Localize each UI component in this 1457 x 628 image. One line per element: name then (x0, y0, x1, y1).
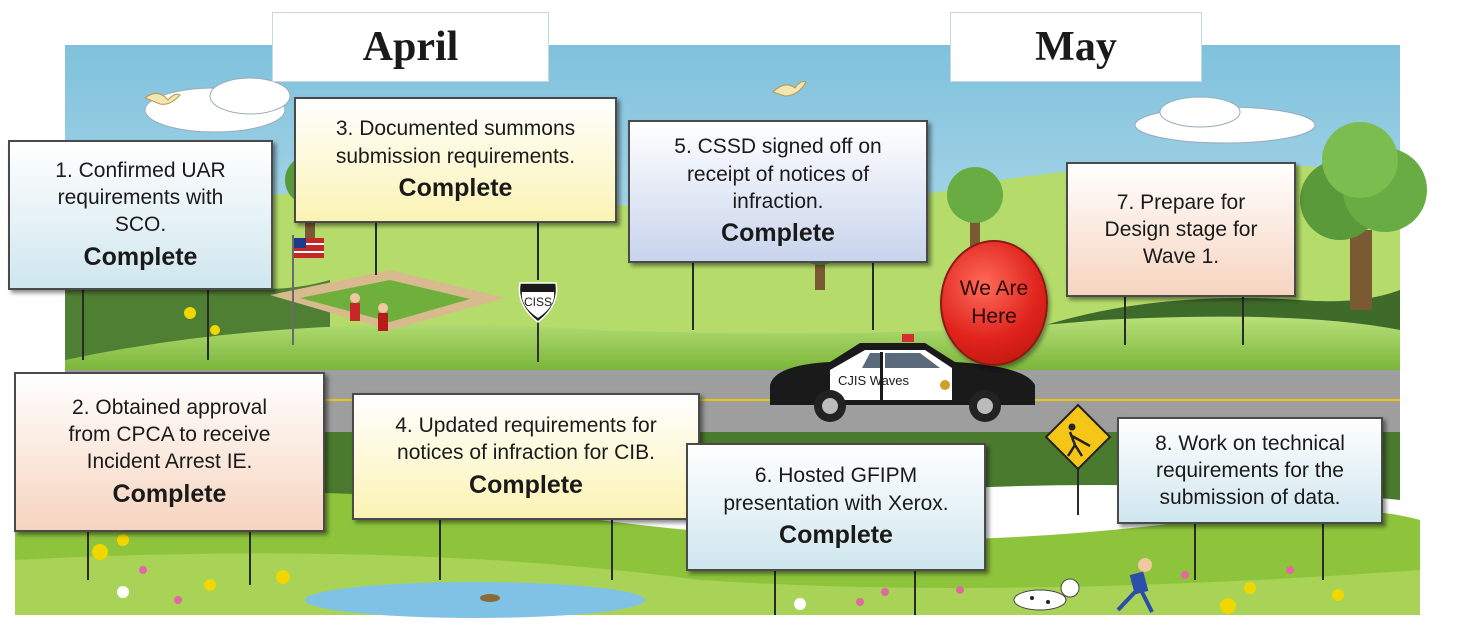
ciss-shield-icon: CISS (518, 282, 558, 323)
milestone-card-6: 6. Hosted GFIPM presentation with Xerox.… (686, 443, 986, 571)
month-header-april: April (272, 12, 549, 82)
card-line: presentation with Xerox. (723, 491, 949, 515)
card-line: Design stage for (1104, 217, 1258, 241)
card-line: 4. Updated requirements for (395, 413, 657, 437)
card-status: Complete (83, 242, 198, 271)
card-line: 3. Documented summons (335, 117, 576, 141)
shield-label: CISS (524, 295, 552, 309)
construction-sign-icon (1044, 403, 1112, 471)
card-line: 6. Hosted GFIPM (754, 464, 918, 488)
card-status: Complete (112, 479, 227, 508)
near-hill (65, 316, 1400, 380)
milestone-card-7: 7. Prepare for Design stage for Wave 1. (1066, 162, 1296, 297)
flowers (92, 307, 1344, 614)
milestone-card-5: 5. CSSD signed off on receipt of notices… (628, 120, 928, 263)
runner-icon (1116, 558, 1154, 613)
card-status: Complete (779, 521, 893, 550)
dog-icon (1013, 578, 1080, 611)
milestone-card-3: 3. Documented summons submission require… (294, 97, 617, 223)
card-line: 7. Prepare for (1116, 190, 1246, 214)
card-line: receipt of notices of (686, 162, 870, 186)
baseball-players-icon (350, 293, 388, 331)
card-status: Complete (398, 174, 513, 203)
tree-icon (1300, 122, 1427, 310)
card-line: 1. Confirmed UAR (55, 158, 226, 182)
we-are-here-marker: We Are Here (940, 240, 1048, 366)
card-line: 8. Work on technical (1155, 431, 1345, 455)
card-line: requirements for the (1156, 458, 1344, 482)
card-line: 5. CSSD signed off on (674, 135, 882, 159)
tree-icon (947, 167, 1003, 265)
car-label: CJIS Waves (838, 373, 910, 388)
month-header-may: May (950, 12, 1202, 82)
card-line: requirements with (57, 186, 224, 210)
cloud (144, 77, 1316, 144)
pond (305, 582, 645, 618)
marker-line: Here (971, 305, 1017, 328)
card-line: Wave 1. (1142, 245, 1220, 269)
card-line: SCO. (114, 213, 167, 237)
card-line: submission of data. (1159, 486, 1341, 510)
card-line: notices of infraction for CIB. (397, 441, 655, 465)
marker-line: We Are (959, 276, 1029, 300)
card-line: submission requirements. (335, 144, 576, 168)
milestone-card-2: 2. Obtained approval from CPCA to receiv… (14, 372, 325, 532)
card-line: infraction. (732, 189, 824, 213)
card-status: Complete (721, 219, 835, 248)
milestone-card-8: 8. Work on technical requirements for th… (1117, 417, 1383, 524)
card-line: Incident Arrest IE. (86, 450, 253, 474)
card-status: Complete (469, 470, 583, 499)
bird-icon (772, 81, 807, 97)
flag-icon (292, 235, 324, 345)
milestone-card-1: 1. Confirmed UAR requirements with SCO. … (8, 140, 273, 290)
police-car-icon: CJIS Waves (770, 334, 1035, 422)
milestone-card-4: 4. Updated requirements for notices of i… (352, 393, 700, 520)
bird-icon (143, 93, 181, 105)
card-line: 2. Obtained approval (72, 395, 267, 419)
card-line: from CPCA to receive (68, 423, 271, 447)
